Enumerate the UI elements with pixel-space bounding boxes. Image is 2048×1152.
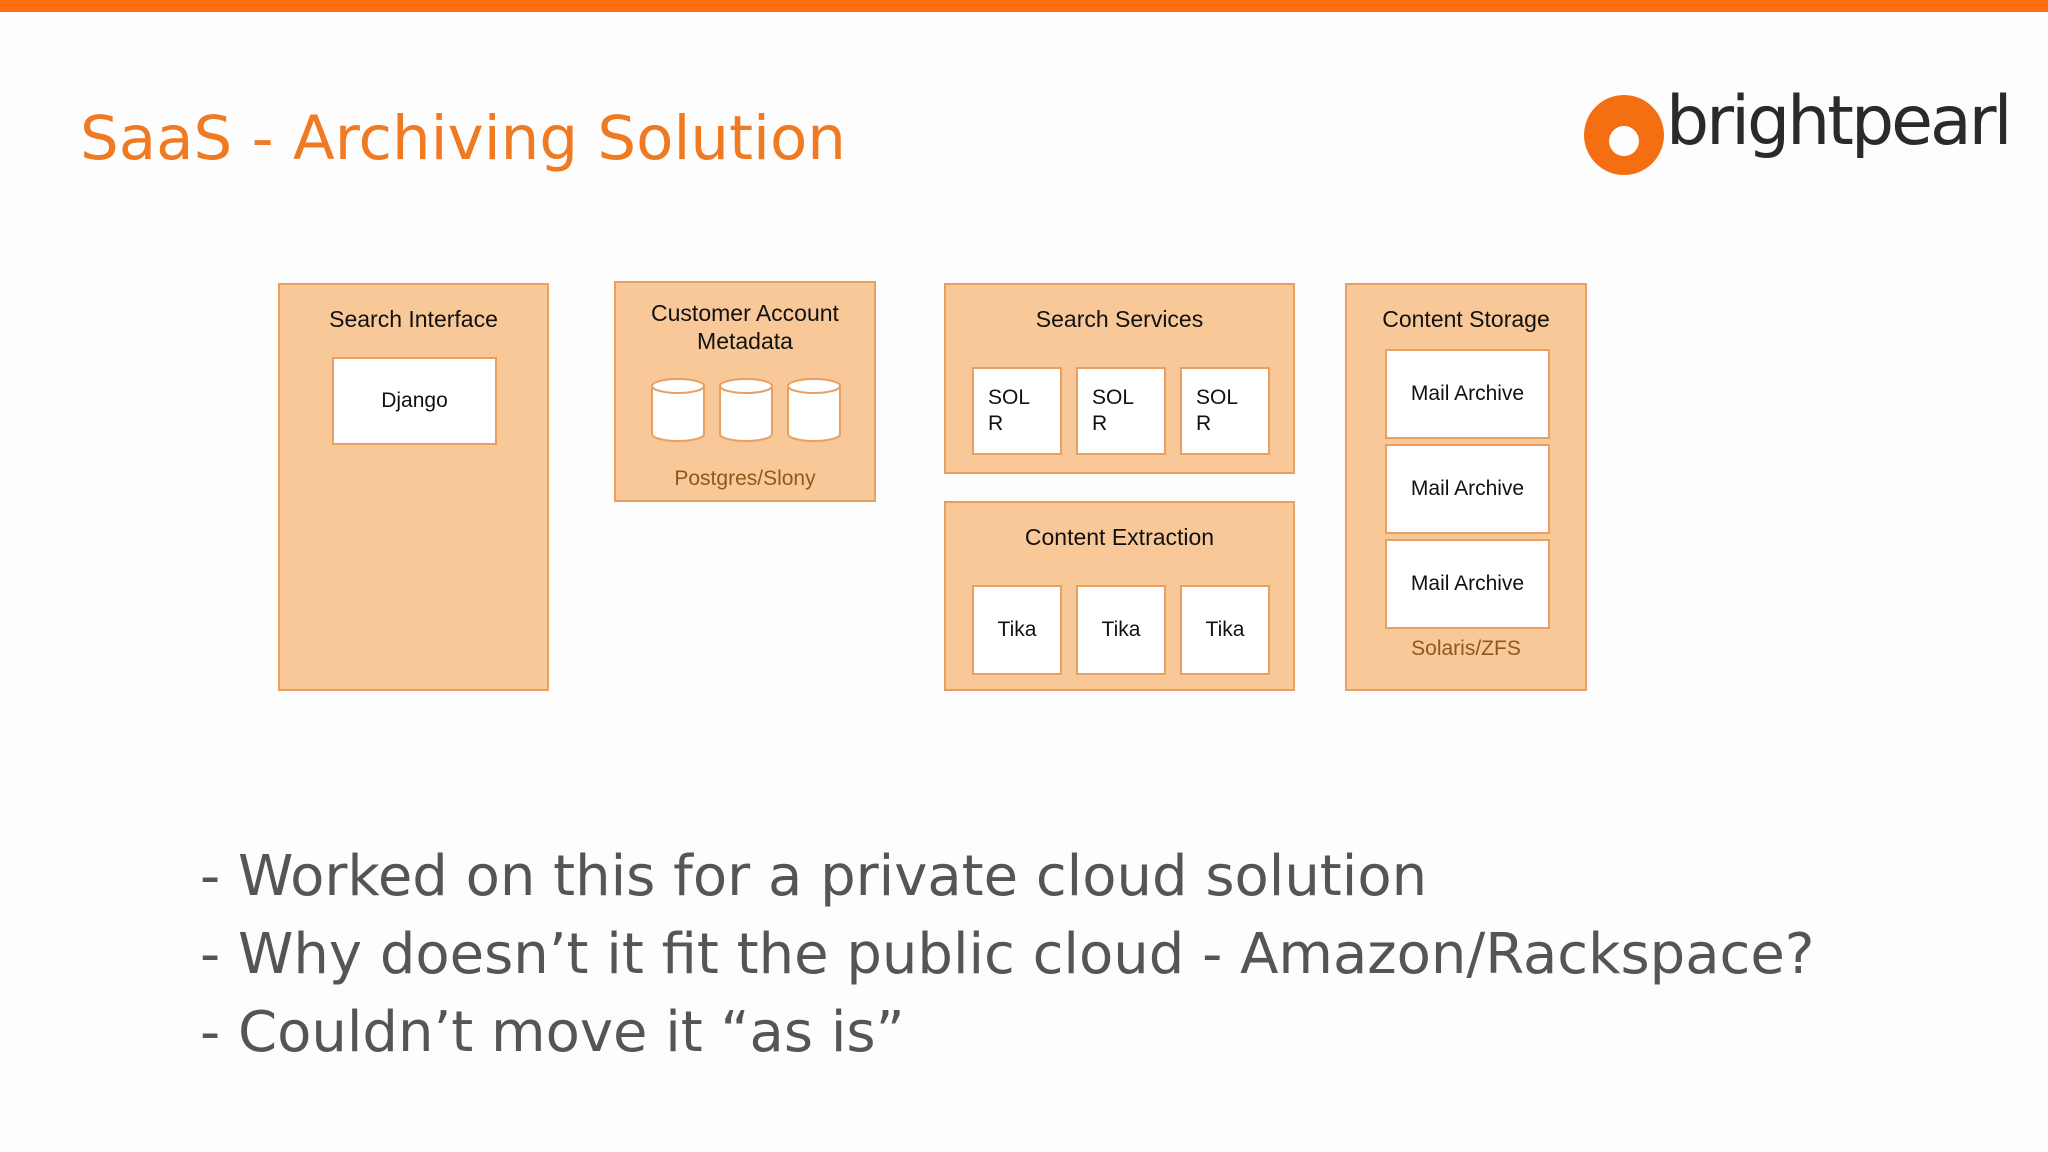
tika-node: Tika [972, 585, 1062, 675]
bullet-item: - Why doesn’t it fit the public cloud - … [200, 922, 1815, 987]
panel-caption: Postgres/Slony [674, 467, 816, 490]
solr-node: SOL R [1180, 367, 1270, 455]
logo-text: brightpearl [1666, 82, 2012, 161]
database-cylinder-icon [787, 378, 841, 442]
top-accent-bar [0, 0, 2048, 12]
bullet-item: - Couldn’t move it “as is” [200, 1000, 905, 1065]
panel-title: Content Extraction [1024, 524, 1215, 550]
bullet-list: - Worked on this for a private cloud sol… [200, 838, 1815, 1072]
content-extraction-panel: Content Extraction Tika Tika Tika [944, 501, 1295, 691]
mail-archive-node: Mail Archive [1385, 349, 1550, 439]
brightpearl-logo: brightpearl [1584, 82, 2012, 190]
panel-title: Search Interface [329, 306, 498, 332]
panel-title: Customer Account Metadata [651, 300, 839, 354]
solr-node: SOL R [1076, 367, 1166, 455]
mail-archive-node: Mail Archive [1385, 539, 1550, 629]
customer-account-metadata-panel: Customer Account Metadata Postgres/Slony [614, 281, 876, 502]
panel-caption: Solaris/ZFS [1411, 637, 1521, 660]
database-cylinder-icon [651, 378, 705, 442]
tika-node: Tika [1180, 585, 1270, 675]
panel-title: Content Storage [1382, 306, 1550, 332]
logo-ring-icon [1584, 95, 1664, 175]
search-interface-panel: Search Interface Django [278, 283, 549, 691]
solr-node: SOL R [972, 367, 1062, 455]
database-cylinder-icon [719, 378, 773, 442]
mail-archive-node: Mail Archive [1385, 444, 1550, 534]
bullet-item: - Worked on this for a private cloud sol… [200, 844, 1428, 909]
slide-title: SaaS - Archiving Solution [80, 103, 846, 174]
django-box: Django [332, 357, 497, 445]
content-storage-panel: Content Storage Mail Archive Mail Archiv… [1345, 283, 1587, 691]
panel-title: Search Services [1035, 306, 1204, 332]
tika-node: Tika [1076, 585, 1166, 675]
search-services-panel: Search Services SOL R SOL R SOL R [944, 283, 1295, 474]
